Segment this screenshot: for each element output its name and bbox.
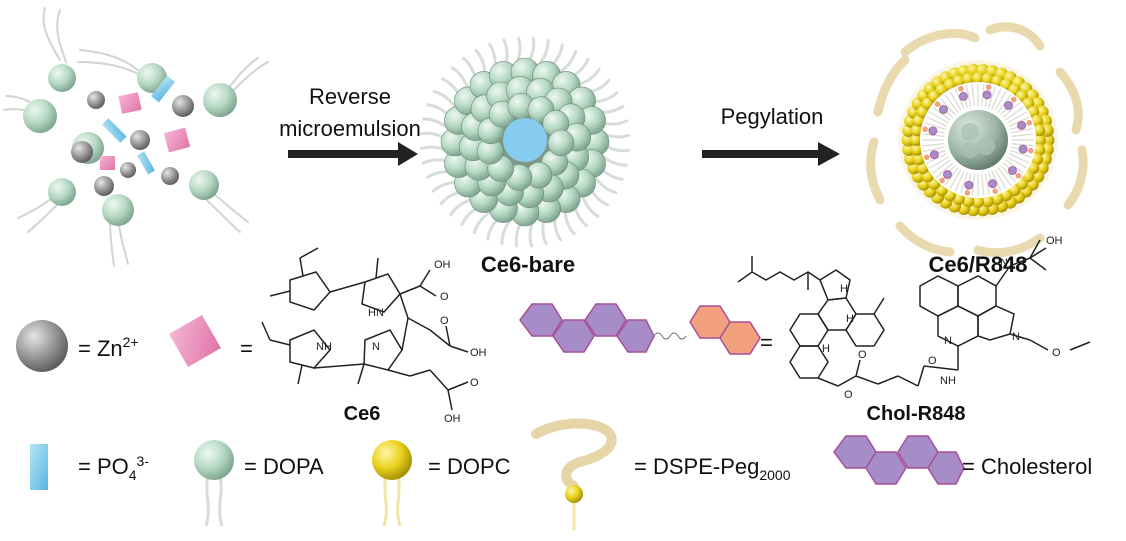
dopa-sphere — [203, 83, 237, 117]
chol-r848-structure — [737, 239, 1091, 387]
peg-lipid-icon — [531, 418, 617, 530]
ce6-hn: HN — [368, 307, 384, 319]
chol-nh: NH — [940, 375, 956, 387]
phosphate-bar-icon — [30, 444, 48, 490]
legend-eq-chol-r848: = — [760, 330, 773, 355]
arrow-right-icon — [288, 142, 418, 166]
step1-label-line2: microemulsion — [279, 116, 421, 141]
legend-dopa: = DOPA — [244, 454, 324, 479]
ce6-r848-label: Ce6/R848 — [928, 252, 1027, 277]
arrow-right-icon — [702, 142, 840, 166]
chol-o-1: O — [844, 389, 853, 401]
chol-r848-icon — [519, 303, 761, 355]
core-spheres — [440, 57, 610, 227]
dopa-sphere — [102, 194, 134, 226]
step2-label: Pegylation — [721, 104, 824, 129]
dopa-lipid-icon — [194, 440, 234, 527]
phosphate-bar — [101, 118, 127, 144]
step1-label-line1: Reverse — [309, 84, 391, 109]
chol-r848-label: Chol-R848 — [867, 403, 966, 425]
chol-h-2: H — [846, 313, 854, 325]
ce6-o-1: O — [440, 291, 449, 303]
dopc-shell — [901, 63, 1055, 217]
dopa-sphere — [48, 64, 76, 92]
legend-dspe: = DSPE-Peg2000 — [634, 454, 791, 483]
phosphate-square — [163, 127, 191, 153]
phosphate-bar — [151, 75, 175, 103]
ce6-o-2: O — [440, 315, 449, 327]
cholesterol-rings-icon — [833, 435, 965, 485]
legend-zn: = Zn2+ — [78, 334, 139, 361]
chol-o-2: O — [858, 349, 867, 361]
dopa-sphere — [189, 170, 219, 200]
legend-dopc: = DOPC — [428, 454, 511, 479]
ce6-bare-particle — [419, 36, 631, 248]
zinc-phosphate-core — [948, 110, 1008, 170]
chol-o-3: O — [928, 355, 937, 367]
legend-po4: = PO43- — [78, 453, 149, 483]
chol-n-2: N — [1012, 331, 1020, 343]
ce6-nh: NH — [316, 341, 332, 353]
zinc-sphere — [120, 162, 136, 178]
zinc-sphere — [130, 130, 150, 150]
chol-oh: OH — [1046, 235, 1063, 247]
chol-h-3: H — [822, 343, 830, 355]
chol-h-1: H — [840, 283, 848, 295]
phosphate-square — [100, 156, 115, 170]
ce6-o-3: O — [470, 377, 479, 389]
zinc-sphere — [161, 167, 179, 185]
zinc-sphere-icon — [16, 320, 68, 372]
phosphate-bar — [137, 151, 155, 175]
phosphate-square — [118, 92, 142, 114]
zinc-sphere — [172, 95, 194, 117]
chol-n-1: N — [1000, 257, 1008, 269]
chol-n-3: N — [944, 335, 952, 347]
ce6-label: Ce6 — [344, 403, 381, 425]
ce6-r848-particle — [866, 22, 1088, 258]
ce6-oh-2: OH — [470, 347, 487, 359]
zinc-sphere — [87, 91, 105, 109]
ce6-structure — [261, 247, 469, 411]
ce6-oh-1: OH — [434, 259, 451, 271]
zinc-sphere — [71, 141, 93, 163]
zinc-sphere — [94, 176, 114, 196]
ce6-bare-label: Ce6-bare — [481, 252, 575, 277]
dopa-sphere — [48, 178, 76, 206]
legend-eq-ce6: = — [240, 336, 253, 361]
legend-cholesterol: = Cholesterol — [962, 454, 1092, 479]
phosphate-square-icon — [169, 315, 221, 367]
peg-chains — [866, 22, 1088, 258]
reactants-scene — [3, 7, 269, 267]
ce6-core — [503, 118, 547, 162]
dopc-lipid-icon — [372, 440, 412, 527]
ce6-n: N — [372, 341, 380, 353]
chol-r848-inserts — [922, 84, 1034, 196]
ce6-oh-3: OH — [444, 413, 461, 425]
dopa-sphere — [23, 99, 57, 133]
chol-o-4: O — [1052, 347, 1061, 359]
